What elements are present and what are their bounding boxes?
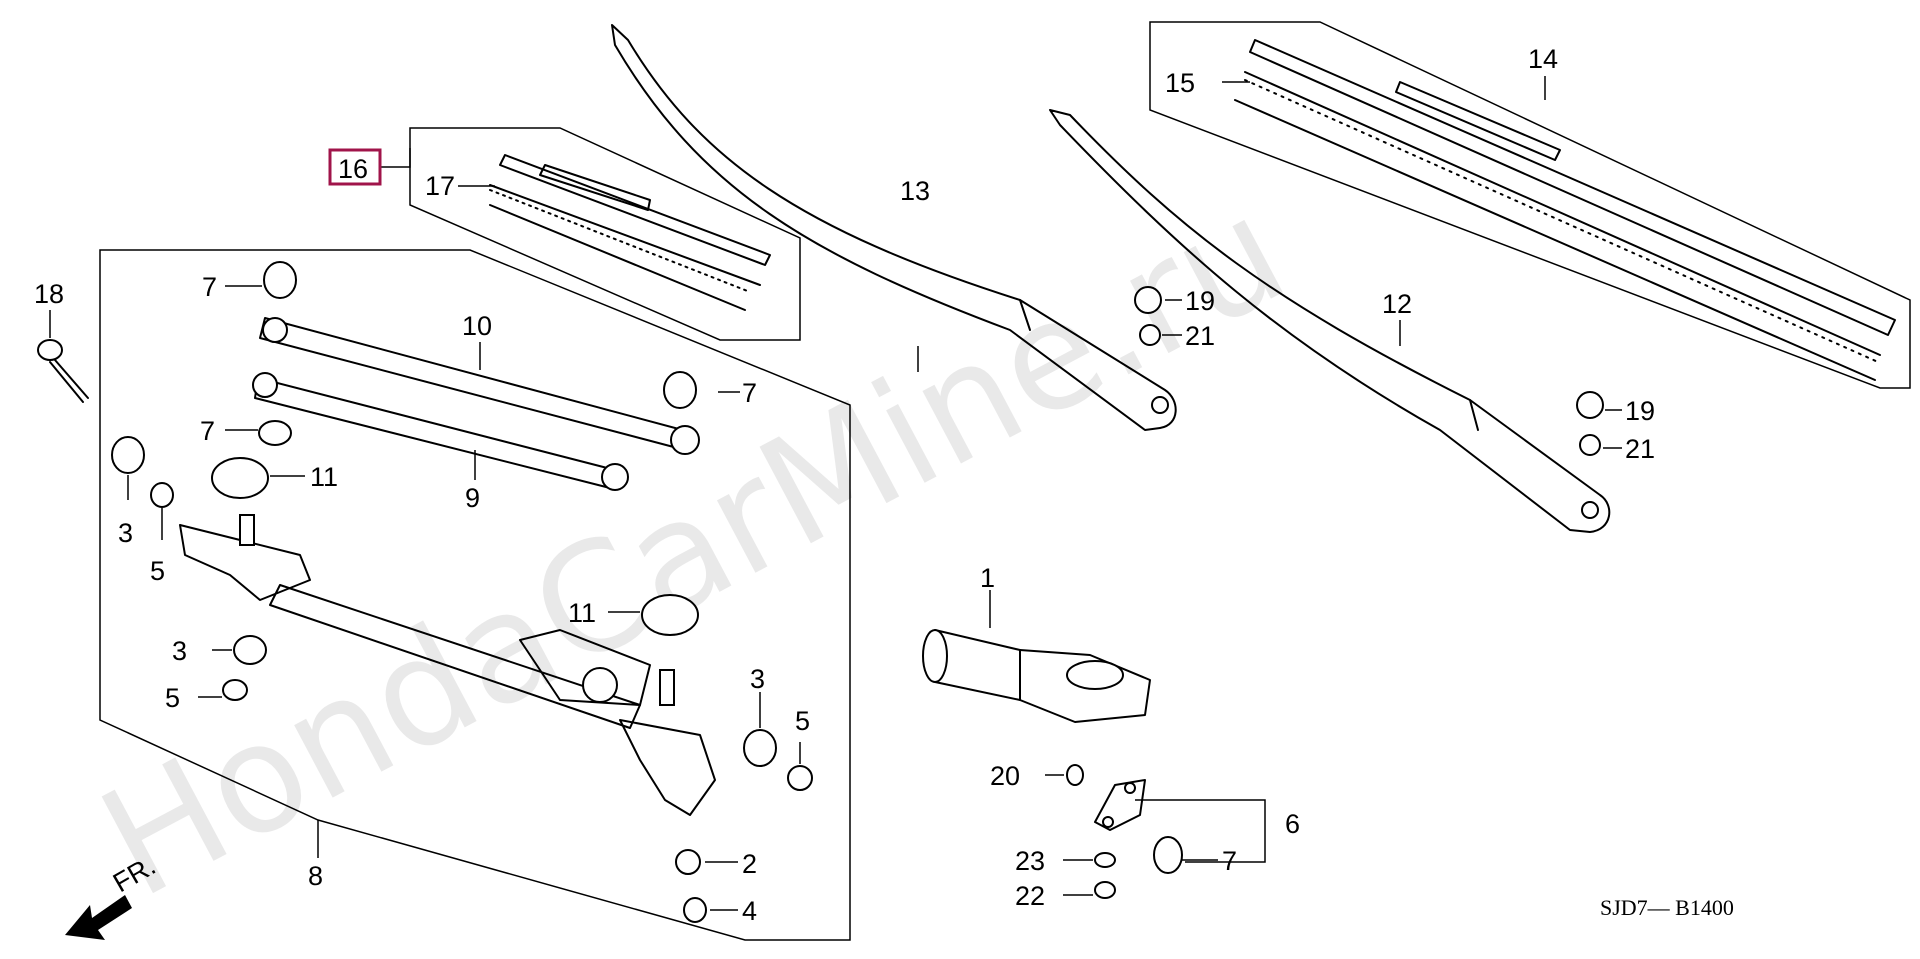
wiper-arm-13[interactable] [611, 24, 1177, 431]
watermark-text: HondaCarMine.ru [75, 164, 1312, 932]
callout-16: 16 [338, 154, 368, 184]
cap-19-left [1134, 286, 1162, 314]
callout-18: 18 [34, 279, 64, 309]
grommet-11-left [211, 457, 269, 499]
callout-11a: 11 [310, 462, 338, 492]
callout-22: 22 [1015, 881, 1045, 911]
small-blade-group-outline [409, 127, 801, 341]
collar-4 [683, 897, 707, 923]
callout-14: 14 [1528, 44, 1558, 74]
callout-1: 1 [980, 563, 995, 593]
wiper-motor[interactable] [922, 629, 1151, 723]
diagram-code: SJD7— B1400 [1600, 895, 1734, 920]
bushing-3-mid [233, 635, 267, 665]
callout-13: 13 [900, 176, 930, 206]
callout-3b: 3 [172, 636, 187, 666]
hardware-parts[interactable] [111, 261, 1604, 923]
collar-5-top [150, 482, 174, 508]
cap-19-right [1576, 391, 1604, 419]
large-blade-group-outline [1149, 21, 1911, 389]
bushing-2 [675, 849, 701, 875]
bushing-3-right [743, 729, 777, 767]
linkage-frame[interactable] [179, 514, 716, 816]
grommet-11-right [641, 594, 699, 636]
washer-23 [1094, 852, 1116, 868]
callout-5c: 5 [795, 706, 810, 736]
callout-7a: 7 [202, 272, 217, 302]
callout-7d: 7 [1222, 846, 1237, 876]
callout-15: 15 [1165, 68, 1195, 98]
callout-12: 12 [1382, 289, 1412, 319]
wiper-arm-12[interactable] [1049, 109, 1611, 533]
callout-6: 6 [1285, 809, 1300, 839]
bolt-18[interactable] [37, 339, 89, 403]
link-rod-10[interactable] [259, 317, 700, 455]
leader-lines [49, 76, 1622, 911]
callout-21a: 21 [1185, 321, 1215, 351]
callout-19b: 19 [1625, 396, 1655, 426]
cap-7-right [663, 371, 697, 409]
linkage-group-outline [99, 249, 851, 941]
callout-3a: 3 [118, 518, 133, 548]
nut-22 [1094, 881, 1116, 899]
callout-20: 20 [990, 761, 1020, 791]
front-direction-arrow-icon [65, 895, 132, 940]
bushing-3-top [111, 436, 145, 474]
callout-21b: 21 [1625, 434, 1655, 464]
callout-8: 8 [308, 861, 323, 891]
wiper-blade-small[interactable] [489, 154, 771, 311]
callout-5a: 5 [150, 556, 165, 586]
callout-4: 4 [742, 896, 757, 926]
callout-16-highlight [328, 148, 382, 186]
bushing-7-left [258, 420, 292, 446]
motor-bracket-6[interactable] [1094, 779, 1146, 831]
callout-9: 9 [465, 483, 480, 513]
callout-10: 10 [462, 311, 492, 341]
callout-7b: 7 [742, 378, 757, 408]
cap-7-motor [1153, 836, 1183, 874]
callout-11b: 11 [568, 598, 596, 628]
callout-5b: 5 [165, 683, 180, 713]
callout-labels: 1 2 3 3 3 4 5 5 5 6 7 7 7 7 8 9 10 11 11… [34, 44, 1655, 926]
collar-5-mid [222, 679, 248, 701]
bolt-20 [1066, 764, 1084, 786]
callout-23: 23 [1015, 846, 1045, 876]
collar-5-right [787, 765, 813, 791]
cap-7-top [263, 261, 297, 299]
nut-21-right [1579, 434, 1601, 456]
nut-21-left [1139, 324, 1161, 346]
callout-7c: 7 [200, 416, 215, 446]
wiper-blade-large[interactable] [1234, 39, 1896, 381]
callout-19a: 19 [1185, 286, 1215, 316]
callout-17: 17 [425, 171, 455, 201]
link-rod-9[interactable] [252, 372, 629, 491]
callout-3c: 3 [750, 664, 765, 694]
callout-2: 2 [742, 849, 757, 879]
